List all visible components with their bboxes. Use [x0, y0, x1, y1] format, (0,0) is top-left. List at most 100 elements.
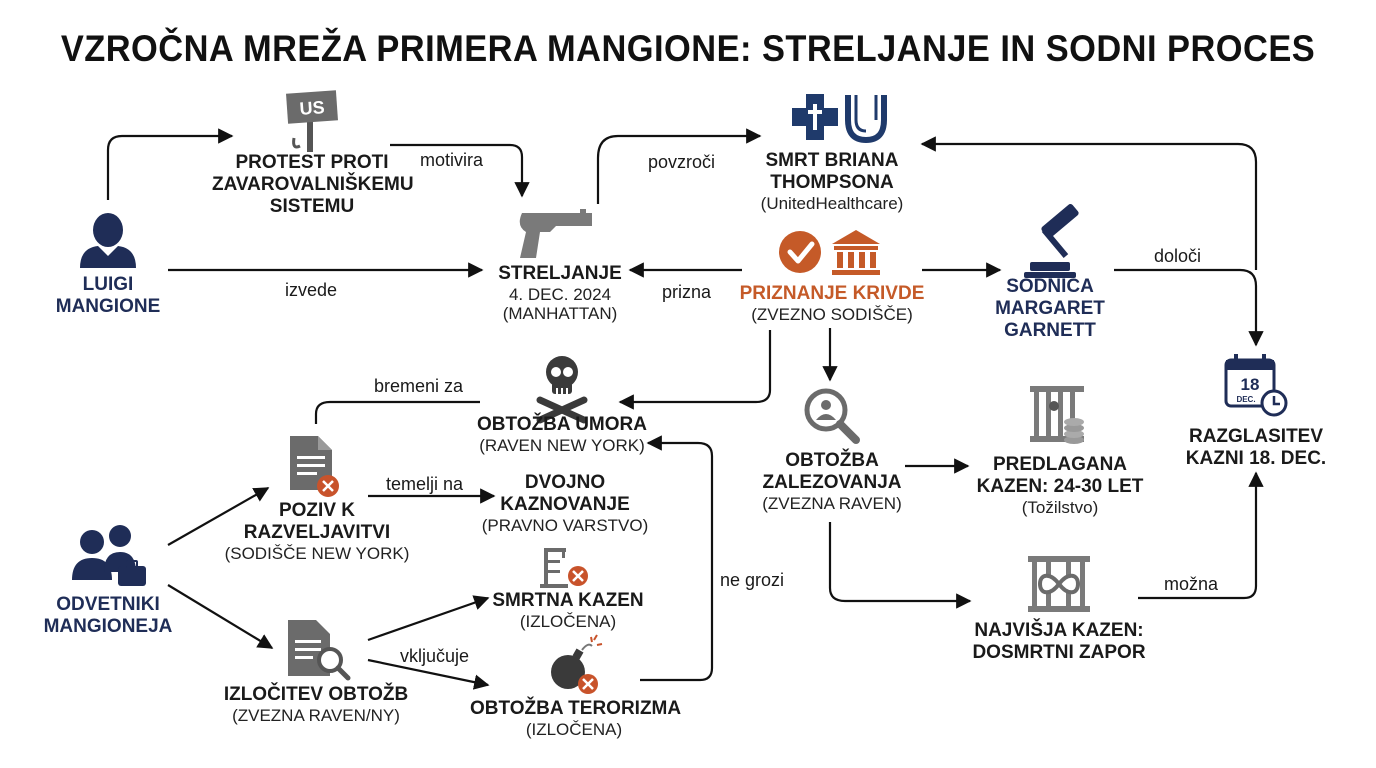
node-title: OBTOŽBA UMORA	[477, 414, 647, 435]
edge-label-vkljucuje: vključuje	[400, 646, 470, 666]
prison-bars-icon	[1030, 386, 1084, 444]
protest-sign-icon: US	[286, 90, 338, 152]
node-subtitle: (IZLOČENA)	[525, 719, 623, 739]
edge-shooting-death	[596, 128, 762, 204]
node-guilty-plea: PRIZNANJE KRIVDE (ZVEZNO SODIŠČE)	[738, 283, 926, 324]
node-title: POZIV K	[278, 500, 355, 521]
edge-label-motivira: motivira	[420, 150, 484, 170]
handgun-icon	[519, 209, 592, 258]
bomb-x-icon	[551, 634, 603, 694]
lawyers-icon	[72, 525, 146, 586]
document-x-icon	[290, 436, 339, 497]
node-title: SMRTNA KAZEN	[492, 590, 644, 611]
node-life-sentence: NAJVIŠJA KAZEN: DOSMRTNI ZAPOR	[964, 620, 1154, 664]
node-sentencing: RAZGLASITEV KAZNI 18. DEC.	[1180, 426, 1332, 470]
node-stalking-charge: OBTOŽBA ZALEZOVANJA (ZVEZNA RAVEN)	[758, 450, 906, 513]
edge-judge-sentencing	[1114, 268, 1264, 347]
edge-life-sentencing	[1138, 471, 1264, 600]
node-subtitle: (PRAVNO VARSTVO)	[481, 515, 649, 535]
node-title: NAJVIŠJA KAZEN:	[974, 620, 1144, 641]
edge-label-ne-grozi: ne grozi	[720, 570, 785, 590]
skull-crossbones-icon	[536, 356, 588, 424]
edge-sentencing-death	[920, 136, 1258, 270]
person-icon	[80, 213, 136, 268]
node-subtitle: (UnitedHealthcare)	[760, 193, 904, 213]
node-subtitle: (SODIŠČE NEW YORK)	[224, 543, 410, 563]
node-motion-dismiss: POZIV K RAZVELJAVITVI (SODIŠČE NEW YORK)	[222, 500, 412, 563]
node-title: PROTEST PROTI	[235, 152, 389, 173]
edge-dismissal-deathpenalty	[367, 595, 490, 642]
node-dismissal: IZLOČITEV OBTOŽB (ZVEZNA RAVEN/NY)	[222, 684, 410, 725]
edge-label-bremeni: bremeni za	[374, 376, 464, 396]
node-title: PRIZNANJE KRIVDE	[739, 283, 925, 304]
node-subtitle: (ZVEZNA RAVEN/NY)	[232, 705, 400, 725]
node-title: SMRT BRIANA	[765, 150, 899, 171]
edge-lawyers-motion	[167, 487, 270, 546]
node-title: SODNICA	[1006, 276, 1094, 297]
node-title: DVOJNO	[524, 472, 606, 493]
edge-label-mozna: možna	[1164, 574, 1219, 594]
edge-label-prizna: prizna	[662, 282, 712, 302]
magnifier-person-icon	[804, 388, 860, 444]
node-title: RAZVELJAVITVI	[243, 521, 391, 543]
node-terror-charge: OBTOŽBA TERORIZMA (IZLOČENA)	[470, 698, 682, 739]
node-subtitle: (IZLOČENA)	[519, 611, 617, 631]
node-proposed-sentence: PREDLAGANA KAZEN: 24-30 LET (Tožilstvo)	[970, 454, 1150, 517]
edge-protest-shooting	[390, 143, 530, 198]
node-luigi-mangione: LUIGI MANGIONE	[48, 274, 168, 318]
node-title: KAZNI 18. DEC.	[1185, 447, 1327, 469]
edge-motion-murder	[314, 400, 480, 424]
node-title: OBTOŽBA TERORIZMA	[470, 698, 682, 719]
edge-terror-murder	[640, 435, 714, 682]
edge-mangione-protest	[106, 128, 234, 200]
edge-label-doloci: določi	[1154, 246, 1202, 266]
node-title: STRELJANJE	[498, 263, 622, 284]
node-title: ZAVAROVALNIŠKEMU	[212, 173, 414, 195]
edge-plea-murder	[618, 330, 772, 410]
node-title: KAZEN: 24-30 LET	[976, 475, 1144, 497]
node-subtitle: (MANHATTAN)	[502, 304, 618, 324]
node-title: ODVETNIKI	[56, 594, 160, 615]
node-death-penalty: SMRTNA KAZEN (IZLOČENA)	[490, 590, 646, 631]
node-judge-garnett: SODNICA MARGARET GARNETT	[990, 276, 1110, 342]
node-title: MARGARET	[995, 297, 1105, 319]
node-title: THOMPSONA	[770, 171, 894, 193]
page-title: VZROČNA MREŽA PRIMERA MANGIONE: STRELJAN…	[60, 28, 1316, 69]
node-title: DOSMRTNI ZAPOR	[972, 641, 1146, 663]
infinity-bars-icon	[1028, 556, 1090, 612]
node-protest: PROTEST PROTI ZAVAROVALNIŠKEMU SISTEMU	[212, 152, 414, 218]
node-title: IZLOČITEV OBTOŽB	[223, 684, 409, 705]
svg-text:18: 18	[1241, 375, 1260, 394]
node-subtitle: 4. DEC. 2024	[508, 284, 612, 304]
node-title: GARNETT	[1004, 319, 1096, 341]
node-subtitle: (RAVEN NEW YORK)	[479, 435, 645, 455]
edge-label-povzroci: povzroči	[648, 152, 716, 172]
node-title: ZALEZOVANJA	[762, 471, 902, 493]
edge-lawyers-dismissal	[167, 584, 274, 649]
edge-label-izvede: izvede	[285, 280, 338, 300]
edge-stalking-life	[828, 522, 972, 609]
svg-text:US: US	[299, 97, 325, 119]
node-subtitle: (ZVEZNA RAVEN)	[762, 493, 902, 513]
node-subtitle: (Tožilstvo)	[1021, 497, 1099, 517]
node-title: MANGIONEJA	[43, 615, 173, 637]
gavel-icon	[1024, 204, 1079, 278]
unitedhealthcare-logo-icon	[792, 94, 887, 144]
node-title: PREDLAGANA	[992, 454, 1128, 475]
edge-label-temelji: temelji na	[386, 474, 464, 494]
svg-text:DEC.: DEC.	[1236, 395, 1255, 404]
node-double-jeopardy: DVOJNO KAZNOVANJE (PRAVNO VARSTVO)	[480, 472, 650, 535]
node-title: MANGIONE	[55, 295, 161, 317]
node-title: LUIGI	[82, 274, 134, 295]
gallows-x-icon	[540, 548, 588, 588]
node-murder-charge: OBTOŽBA UMORA (RAVEN NEW YORK)	[470, 414, 654, 455]
node-title: SISTEMU	[269, 195, 355, 217]
node-title: OBTOŽBA	[785, 450, 879, 471]
calendar-clock-icon: 18 DEC.	[1224, 354, 1288, 417]
node-lawyers: ODVETNIKI MANGIONEJA	[38, 594, 178, 638]
node-death-thompson: SMRT BRIANA THOMPSONA (UnitedHealthcare)	[752, 150, 912, 213]
edge-dismissal-terror	[367, 658, 490, 690]
node-title: KAZNOVANJE	[500, 493, 630, 515]
node-shooting: STRELJANJE 4. DEC. 2024 (MANHATTAN)	[490, 263, 630, 324]
